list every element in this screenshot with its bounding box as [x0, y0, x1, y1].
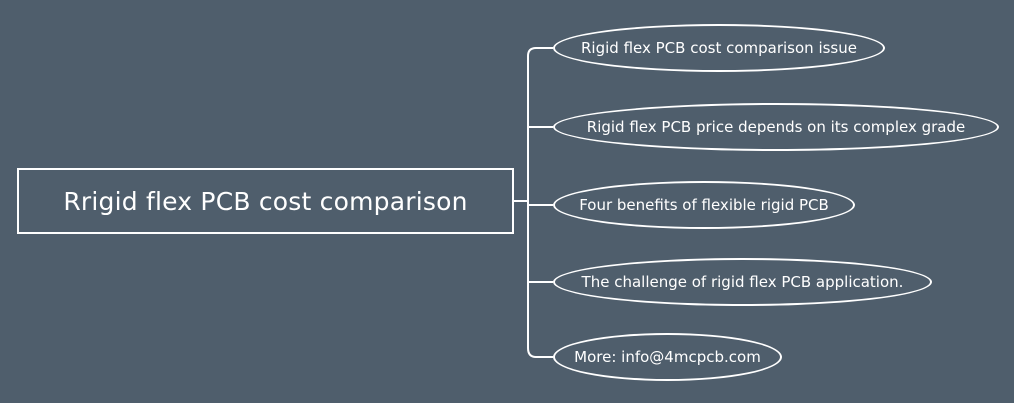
- branch-node-contact-email[interactable]: More: info@4mcpcb.com: [553, 333, 782, 381]
- branch-node-price-complex-grade[interactable]: Rigid flex PCB price depends on its comp…: [553, 103, 999, 151]
- branch-node-application-challenge[interactable]: The challenge of rigid flex PCB applicat…: [553, 258, 932, 306]
- connector-branch-0: [527, 47, 553, 57]
- branch-label: Rigid flex PCB cost comparison issue: [581, 39, 857, 57]
- branch-label: Rigid flex PCB price depends on its comp…: [586, 118, 966, 136]
- connector-branch-4: [527, 347, 553, 358]
- root-topic-label: Rrigid flex PCB cost comparison: [63, 186, 468, 216]
- branch-node-four-benefits[interactable]: Four benefits of flexible rigid PCB: [553, 181, 855, 229]
- branch-label: The challenge of rigid flex PCB applicat…: [581, 273, 904, 291]
- branch-label: More: info@4mcpcb.com: [574, 348, 761, 366]
- branch-label: Four benefits of flexible rigid PCB: [579, 196, 829, 214]
- branch-node-cost-comparison-issue[interactable]: Rigid flex PCB cost comparison issue: [553, 24, 885, 72]
- root-topic-node[interactable]: Rrigid flex PCB cost comparison: [17, 168, 514, 234]
